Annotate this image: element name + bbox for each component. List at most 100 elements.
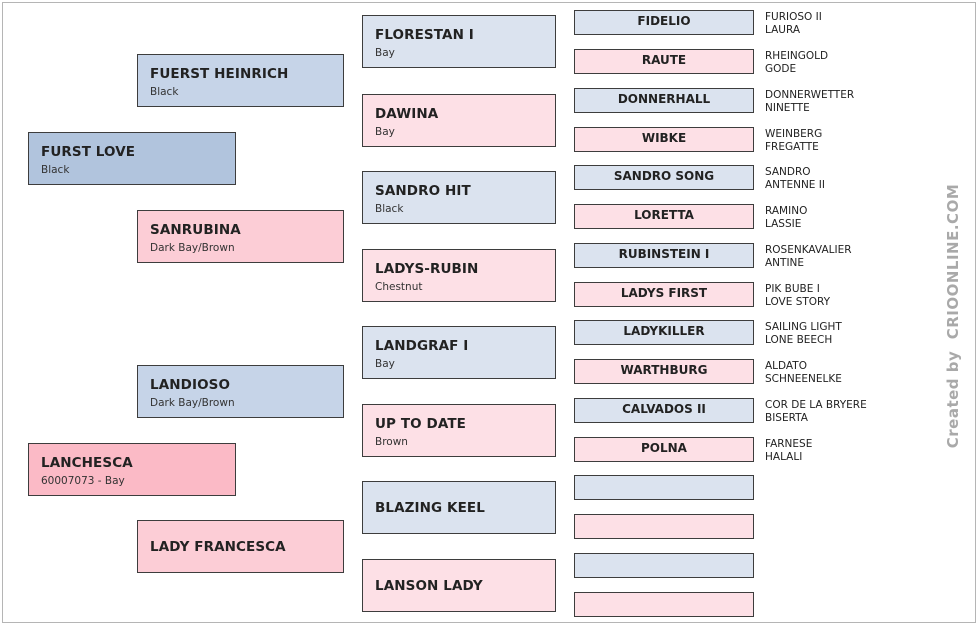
gen3-box-2[interactable]: DAWINA Bay [362, 94, 556, 147]
gen3-detail-3: Black [375, 203, 404, 215]
gen4-box-10[interactable]: WARTHBURG [574, 359, 754, 384]
gen4-box-5[interactable]: SANDRO SONG [574, 165, 754, 190]
gen4-name-2: RAUTE [641, 53, 687, 67]
gen3-detail-1: Bay [375, 47, 395, 59]
gen3-name-8: LANSON LADY [375, 578, 483, 594]
gen5-sire-9: SAILING LIGHT [765, 321, 842, 333]
gen2-box-4[interactable]: LADY FRANCESCA [137, 520, 344, 573]
gen4-box-7[interactable]: RUBINSTEIN I [574, 243, 754, 268]
gen2-detail-1: Black [150, 86, 179, 98]
gen4-name-6: LORETTA [634, 208, 694, 222]
gen5-sire-2: RHEINGOLD [765, 50, 829, 62]
gen4-name-12: POLNA [641, 441, 687, 455]
gen5-dam-7: ANTINE [765, 256, 805, 269]
gen2-box-3[interactable]: LANDIOSO Dark Bay/Brown [137, 365, 344, 418]
gen3-name-1: FLORESTAN I [375, 27, 474, 43]
gen3-name-6: UP TO DATE [375, 416, 466, 432]
gen5-sire-12: FARNESE [765, 438, 813, 450]
gen4-box-2[interactable]: RAUTE [574, 49, 754, 74]
gen4-box-15[interactable] [574, 553, 754, 578]
gen3-name-7: BLAZING KEEL [375, 500, 485, 516]
gen4-box-12[interactable]: POLNA [574, 437, 754, 462]
gen3-box-3[interactable]: SANDRO HIT Black [362, 171, 556, 224]
gen4-box-9[interactable]: LADYKILLER [574, 320, 754, 345]
gen4-box-13[interactable] [574, 475, 754, 500]
gen4-box-6[interactable]: LORETTA [574, 204, 754, 229]
gen1-sire-box[interactable]: FURST LOVE Black [28, 132, 236, 185]
gen1-dam-detail: 60007073 - Bay [41, 475, 125, 487]
gen5-dam-10: SCHNEENELKE [765, 372, 842, 385]
gen4-name-5: SANDRO SONG [613, 169, 715, 183]
gen5-sire-10: ALDATO [765, 360, 807, 372]
gen4-name-1: FIDELIO [637, 14, 691, 28]
gen5-dam-2: GODE [765, 62, 797, 75]
gen4-box-4[interactable]: WIBKE [574, 127, 754, 152]
gen3-detail-6: Brown [375, 436, 408, 448]
gen4-name-10: WARTHBURG [620, 363, 708, 377]
gen5-sire-8: PIK BUBE I [765, 283, 820, 295]
gen3-detail-2: Bay [375, 126, 395, 138]
gen3-box-5[interactable]: LANDGRAF I Bay [362, 326, 556, 379]
gen4-name-4: WIBKE [641, 131, 687, 145]
gen5-dam-9: LONE BEECH [765, 333, 833, 346]
gen3-name-2: DAWINA [375, 106, 439, 122]
gen5-dam-4: FREGATTE [765, 140, 819, 153]
gen5-sire-1: FURIOSO II [765, 11, 822, 23]
gen4-box-1[interactable]: FIDELIO [574, 10, 754, 35]
gen2-detail-3: Dark Bay/Brown [150, 397, 235, 409]
gen5-dam-6: LASSIE [765, 217, 802, 230]
gen1-dam-box[interactable]: LANCHESCA 60007073 - Bay [28, 443, 236, 496]
gen1-sire-name: FURST LOVE [41, 144, 136, 160]
gen4-name-3: DONNERHALL [617, 92, 711, 106]
gen5-dam-8: LOVE STORY [765, 295, 831, 308]
gen5-sire-11: COR DE LA BRYERE [765, 399, 867, 411]
gen2-name-4: LADY FRANCESCA [150, 539, 286, 555]
gen2-detail-2: Dark Bay/Brown [150, 242, 235, 254]
gen3-name-3: SANDRO HIT [375, 183, 471, 199]
gen4-box-16[interactable] [574, 592, 754, 617]
gen5-dam-1: LAURA [765, 23, 801, 36]
gen5-sire-6: RAMINO [765, 205, 808, 217]
gen2-name-2: SANRUBINA [150, 222, 241, 238]
gen5-dam-12: HALALI [765, 450, 803, 463]
gen3-box-1[interactable]: FLORESTAN I Bay [362, 15, 556, 68]
gen2-box-2[interactable]: SANRUBINA Dark Bay/Brown [137, 210, 344, 263]
gen4-box-3[interactable]: DONNERHALL [574, 88, 754, 113]
gen2-box-1[interactable]: FUERST HEINRICH Black [137, 54, 344, 107]
gen3-box-7[interactable]: BLAZING KEEL [362, 481, 556, 534]
gen4-box-14[interactable] [574, 514, 754, 539]
gen4-box-8[interactable]: LADYS FIRST [574, 282, 754, 307]
gen2-name-1: FUERST HEINRICH [150, 66, 289, 82]
gen1-dam-name: LANCHESCA [41, 455, 133, 471]
gen5-dam-3: NINETTE [765, 101, 810, 114]
gen4-box-11[interactable]: CALVADOS II [574, 398, 754, 423]
gen4-name-7: RUBINSTEIN I [618, 247, 710, 261]
gen4-name-9: LADYKILLER [623, 324, 705, 338]
gen5-sire-3: DONNERWETTER [765, 89, 855, 101]
gen3-box-6[interactable]: UP TO DATE Brown [362, 404, 556, 457]
gen3-box-4[interactable]: LADYS-RUBIN Chestnut [362, 249, 556, 302]
gen1-sire-detail: Black [41, 164, 70, 176]
gen2-name-3: LANDIOSO [150, 377, 231, 393]
gen5-sire-5: SANDRO [765, 166, 811, 178]
gen5-dam-11: BISERTA [765, 411, 808, 424]
gen3-detail-4: Chestnut [375, 281, 423, 293]
gen5-dam-5: ANTENNE II [765, 178, 825, 191]
watermark-text: Created by CRIOONLINE.COM [944, 183, 962, 449]
gen3-name-5: LANDGRAF I [375, 338, 469, 354]
gen4-name-11: CALVADOS II [622, 402, 706, 416]
gen3-box-8[interactable]: LANSON LADY [362, 559, 556, 612]
